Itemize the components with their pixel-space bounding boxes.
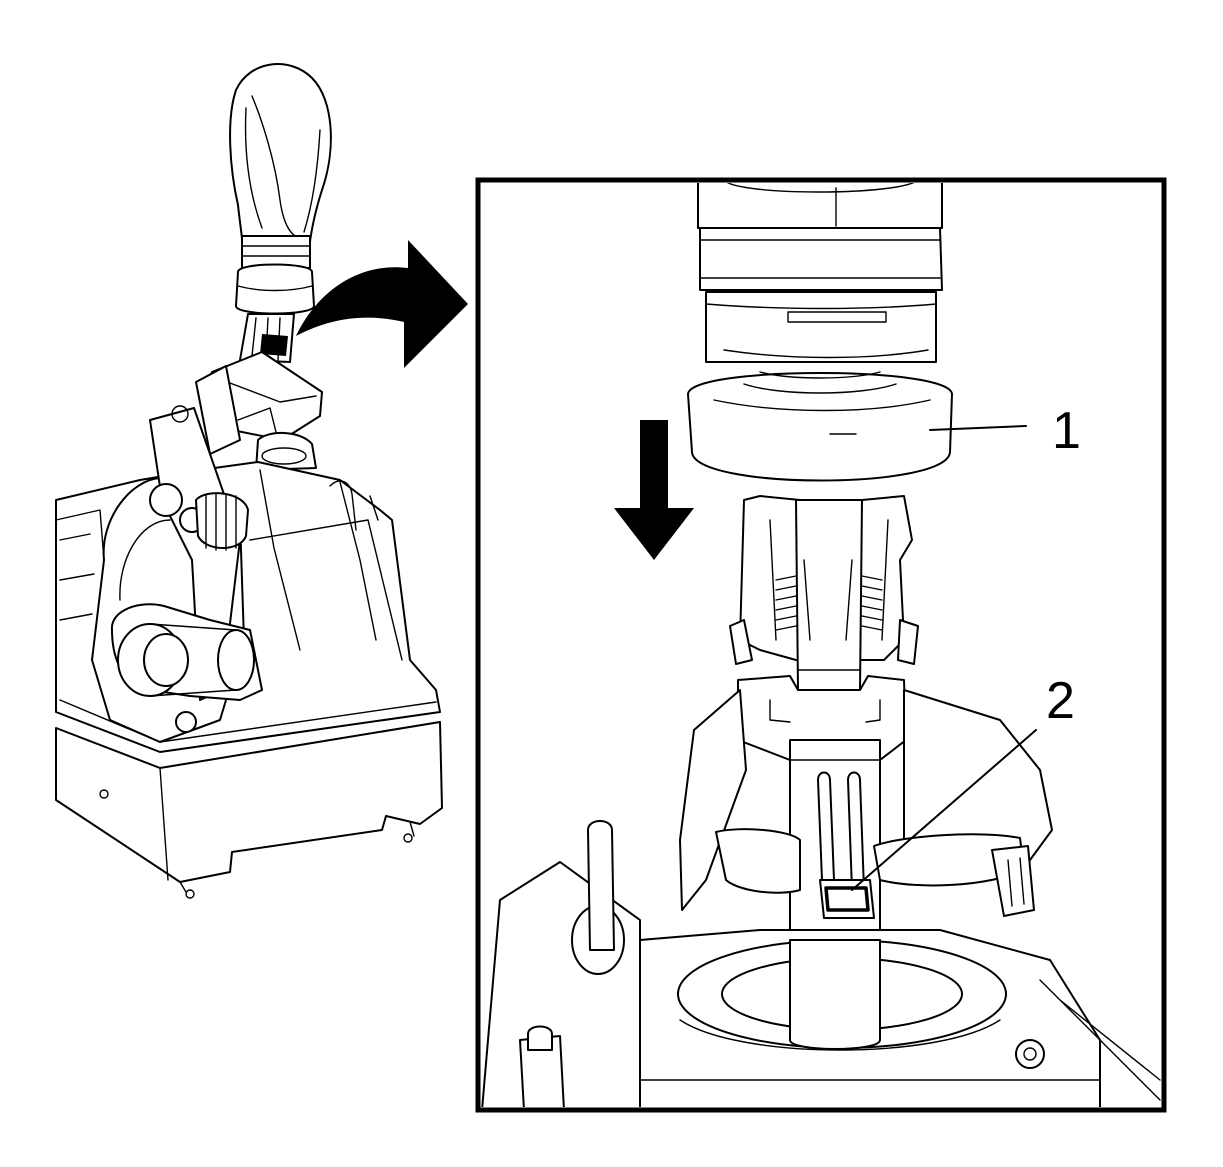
knob-detail — [697, 183, 943, 363]
direction-arrow-down — [614, 420, 694, 560]
lever-shaft-detail — [729, 495, 919, 691]
shift-knob — [229, 63, 332, 269]
retaining-ring — [687, 371, 953, 482]
knob-ring — [235, 263, 315, 315]
callouts: 1 2 — [1046, 402, 1081, 730]
bracket-plates — [679, 689, 1053, 917]
callout-2-label: 2 — [1046, 672, 1075, 730]
zoom-arrow — [296, 240, 468, 368]
shifter-base — [55, 721, 443, 899]
retaining-clip — [817, 771, 875, 919]
shifter-assembly-overview — [55, 63, 443, 899]
lever-mechanism — [195, 351, 323, 471]
base-housing-detail — [481, 820, 1161, 1107]
cable-pivot — [110, 603, 263, 733]
callout-1-label: 1 — [1052, 402, 1081, 460]
detail-inset — [475, 177, 1167, 1113]
shift-lever-shaft — [239, 313, 295, 363]
leader-lines — [851, 425, 1037, 891]
housing-ribs — [55, 480, 379, 621]
